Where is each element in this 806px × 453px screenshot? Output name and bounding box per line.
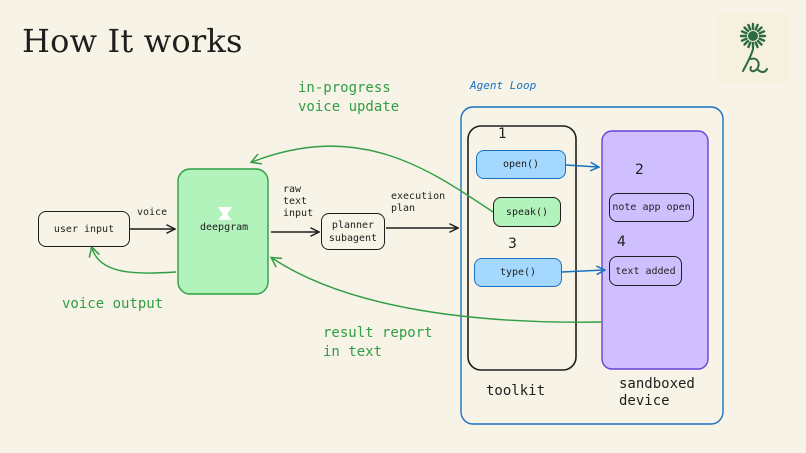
edge-label-execution-plan: execution plan <box>391 191 445 215</box>
edge-label-voice: voice <box>137 207 168 218</box>
result-line1: result report <box>323 325 433 341</box>
toolkit-label: toolkit <box>486 383 546 399</box>
arrow-type-to-device <box>561 270 604 272</box>
text-added-node: text added <box>609 256 682 286</box>
note-app-open-node: note app open <box>609 193 694 222</box>
raw-line1: raw <box>283 184 302 195</box>
arrow-result-report <box>269 256 602 323</box>
exec-line1: execution <box>391 191 446 202</box>
sandbox-line1: sandboxed <box>619 376 695 392</box>
user-input-node: user input <box>38 211 130 247</box>
progress-line2: voice update <box>298 99 400 115</box>
logo <box>717 13 789 83</box>
arrow-open-to-device <box>565 165 598 167</box>
result-line2: in text <box>323 344 383 360</box>
step-number-4: 4 <box>617 234 626 250</box>
arrow-in-progress-voice-update <box>249 145 494 213</box>
progress-line1: in-progress <box>298 80 391 96</box>
deepgram-hourglass-icon <box>218 207 232 220</box>
type-tool-node: type() <box>474 258 562 287</box>
label-in-progress-voice-update: in-progress voice update <box>298 79 399 117</box>
label-voice-output: voice output <box>62 296 164 312</box>
agent-loop-label: Agent Loop <box>470 79 537 92</box>
arrow-voice-output <box>88 245 177 274</box>
planner-label-line1: planner <box>331 219 375 231</box>
page-title: How It works <box>22 22 243 60</box>
deepgram-box <box>177 168 269 295</box>
label-result-report: result report in text <box>323 324 433 362</box>
sandboxed-device-box <box>601 130 709 370</box>
sandbox-line2: device <box>619 393 670 409</box>
sunflower-logo-icon <box>739 22 768 73</box>
deepgram-label: deepgram <box>200 222 249 233</box>
step-number-3: 3 <box>508 236 517 252</box>
agent-loop-group <box>460 106 724 425</box>
speak-tool-node: speak() <box>493 197 561 227</box>
step-number-2: 2 <box>635 162 644 178</box>
planner-label-line2: subagent <box>328 232 378 244</box>
toolkit-group <box>467 125 577 371</box>
open-tool-node: open() <box>476 150 566 179</box>
sandboxed-device-label: sandboxed device <box>619 376 695 410</box>
edge-label-raw-text-input: raw text input <box>283 184 313 220</box>
step-number-1: 1 <box>498 126 507 142</box>
exec-line2: plan <box>391 203 416 214</box>
planner-subagent-node: planner subagent <box>321 213 385 250</box>
raw-line3: input <box>283 208 314 219</box>
raw-line2: text <box>283 196 308 207</box>
